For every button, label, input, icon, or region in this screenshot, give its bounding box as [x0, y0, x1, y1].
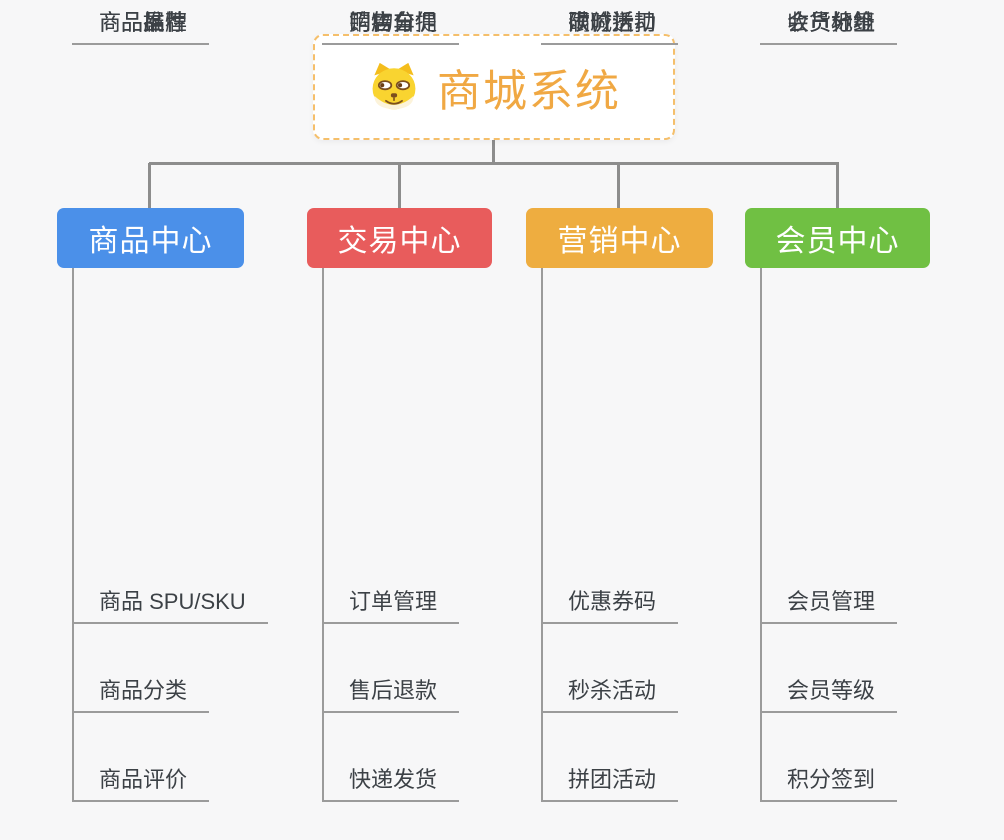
branch-label: 商品中心 [88, 225, 213, 258]
leaf-node[interactable]: 秒杀活动 [541, 668, 679, 713]
leaf-node[interactable]: 商品分类 [72, 668, 210, 713]
branch-label: 营销中心 [557, 225, 682, 258]
leaf-node[interactable]: 优惠券码 [541, 579, 679, 624]
connector-drop [617, 163, 620, 208]
connector-root-stem [492, 138, 495, 165]
leaf-node[interactable]: 商品品牌 [72, 0, 210, 45]
leaf-node[interactable]: 满减送 [541, 0, 657, 45]
branch-node-product-center[interactable]: 商品中心 [57, 208, 244, 268]
branch-label: 会员中心 [775, 225, 900, 258]
leaf-node[interactable]: 积分签到 [760, 757, 898, 802]
dog-face-icon [372, 62, 416, 110]
leaf-node[interactable]: 售后退款 [322, 668, 460, 713]
connector-drop [836, 163, 839, 208]
connector-trunk [149, 162, 839, 165]
branch-node-trade-center[interactable]: 交易中心 [307, 208, 492, 268]
branch-node-member-center[interactable]: 会员中心 [745, 208, 930, 268]
leaf-node[interactable]: 收货地址 [760, 0, 898, 45]
leaf-node[interactable]: 快递发货 [322, 757, 460, 802]
branch-rail-line [760, 268, 762, 802]
branch-label: 交易中心 [337, 225, 462, 258]
root-node-mall-system[interactable]: 商城系统 [313, 34, 675, 140]
leaf-node[interactable]: 会员等级 [760, 668, 898, 713]
branch-rail-line [72, 268, 74, 802]
leaf-node[interactable]: 订单管理 [322, 579, 460, 624]
branch-rail-line [541, 268, 543, 802]
branch-rail-line [322, 268, 324, 802]
leaf-node[interactable]: 销售分佣 [322, 0, 460, 45]
leaf-node[interactable]: 会员管理 [760, 579, 898, 624]
leaf-node[interactable]: 拼团活动 [541, 757, 679, 802]
branch-node-marketing-center[interactable]: 营销中心 [526, 208, 713, 268]
leaf-node[interactable]: 商品评价 [72, 757, 210, 802]
connector-drop [398, 163, 401, 208]
root-node-label: 商城系统 [437, 67, 621, 116]
leaf-node[interactable]: 商品 SPU/SKU [72, 579, 268, 624]
connector-drop [148, 163, 151, 208]
